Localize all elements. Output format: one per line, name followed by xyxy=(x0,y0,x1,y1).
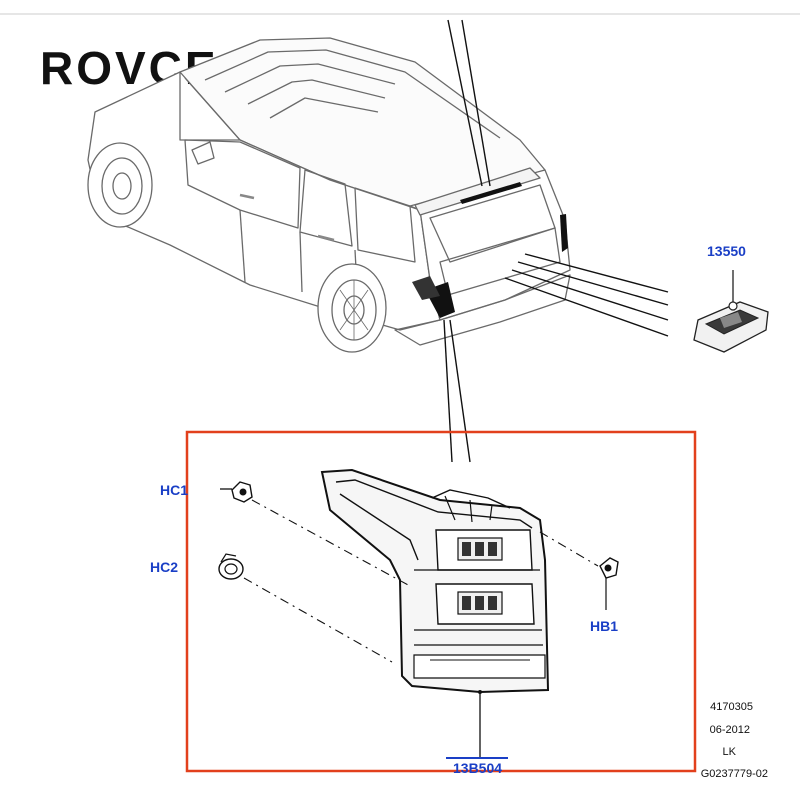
callout-hc1: HC1 xyxy=(160,482,188,498)
fastener-hc2 xyxy=(218,553,244,580)
fastener-hc1 xyxy=(220,481,253,503)
reference-line-1: 4170305 xyxy=(710,701,753,713)
fastener-hb1 xyxy=(599,557,619,610)
vehicle-high-brake-light xyxy=(460,182,522,204)
reference-line-4: G0237779-02 xyxy=(701,768,768,780)
licence-plate-lamp-part xyxy=(693,270,769,353)
reference-line-2: 06-2012 xyxy=(710,724,750,736)
vehicle-illustration xyxy=(87,37,571,353)
callout-13550: 13550 xyxy=(707,243,746,259)
brand-logo: ROVCE xyxy=(40,42,219,94)
vehicle-tail-light-right xyxy=(560,214,568,252)
reference-block: 4170305 06-2012 LK G0237779-02 xyxy=(701,701,768,780)
leader-lines xyxy=(443,19,669,463)
vehicle-tail-light-inner xyxy=(412,276,440,300)
assembly-guide-lines xyxy=(243,499,599,663)
highlight-box xyxy=(185,430,697,773)
callout-hb1: HB1 xyxy=(590,618,618,634)
callout-13b504: 13B504 xyxy=(453,760,502,776)
tail-lamp-assembly xyxy=(320,468,550,758)
callout-hc2: HC2 xyxy=(150,559,178,575)
reference-line-3: LK xyxy=(723,746,737,758)
